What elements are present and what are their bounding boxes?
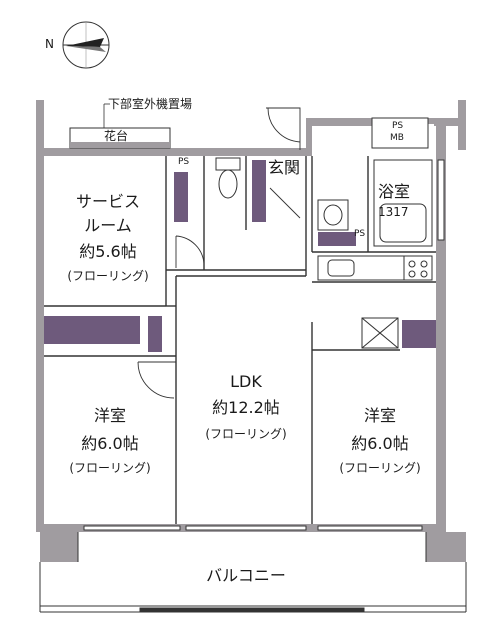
planter: [69, 103, 171, 149]
ps-label-3: PS: [354, 229, 366, 239]
service-room-name-1: サービス: [75, 192, 140, 211]
balcony-outline: [39, 532, 467, 613]
ps-label-2: PS: [178, 157, 190, 167]
bath-size-label: 1317: [378, 205, 409, 219]
western-right-name: 洋室: [363, 406, 396, 425]
ps-mb-box: [371, 117, 429, 149]
windows: [83, 159, 445, 531]
western-left-size: 約6.0帖: [81, 434, 139, 453]
ps-label: PS: [392, 121, 404, 131]
door-swings: [137, 107, 301, 399]
service-room-name-2: ルーム: [84, 216, 132, 235]
interior-walls: [44, 156, 436, 524]
fridge-space: [361, 317, 399, 349]
compass-icon: [62, 21, 110, 69]
bathtub-icon: [373, 159, 433, 247]
mb-label: MB: [390, 133, 404, 143]
service-room-size: 約5.6帖: [79, 242, 137, 261]
entrance-name: 玄関: [268, 158, 301, 177]
balcony-name: バルコニー: [206, 566, 286, 585]
ldk-name: LDK: [230, 372, 262, 391]
service-room-floor: (フローリング): [67, 269, 149, 283]
western-left-floor: (フローリング): [69, 461, 151, 475]
north-label: N: [45, 37, 54, 51]
western-left-name: 洋室: [93, 406, 126, 425]
ldk-size: 約12.2帖: [212, 398, 280, 417]
kitchen-counter: [317, 255, 433, 281]
planter-label: 花台: [104, 129, 129, 143]
western-right-floor: (フローリング): [339, 461, 421, 475]
washbasin-icon: [317, 199, 349, 231]
western-right-size: 約6.0帖: [351, 434, 409, 453]
toilet-icon: [215, 157, 241, 199]
storage-closets: [44, 160, 436, 352]
bathroom-name: 浴室: [378, 182, 411, 201]
outdoor-unit-label: 下部室外機置場: [108, 97, 193, 111]
ldk-floor: (フローリング): [205, 427, 287, 441]
